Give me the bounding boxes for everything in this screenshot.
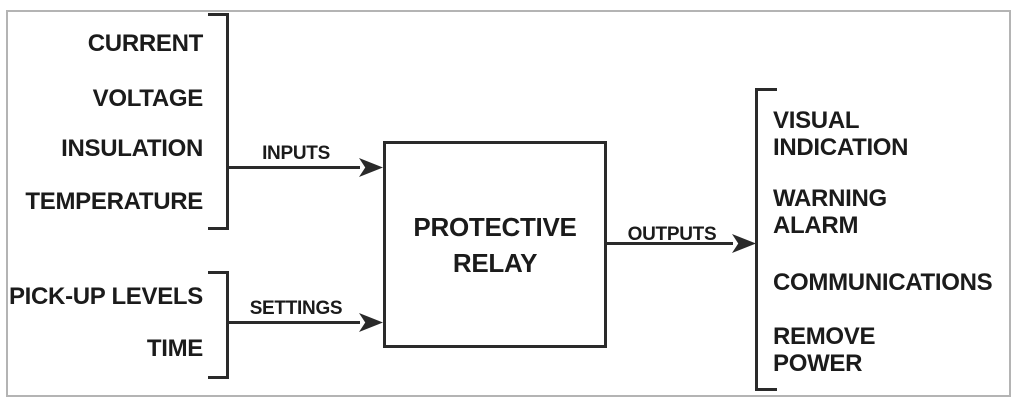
output-item-warning-alarm: WARNING ALARM [773,185,887,239]
protective-relay-label: PROTECTIVE RELAY [413,211,577,278]
input-item-insulation: INSULATION [61,135,203,162]
diagram-frame [6,10,1011,397]
output-item-visual-indication: VISUAL INDICATION [773,107,909,161]
protective-relay-box: PROTECTIVE RELAY [383,141,607,348]
outputs-bracket [755,88,777,391]
input-item-voltage: VOLTAGE [92,85,204,112]
inputs-arrow-line [228,166,360,169]
outputs-arrow-label: OUTPUTS [627,224,717,245]
input-item-temperature: TEMPERATURE [25,188,203,215]
setting-item-time: TIME [146,335,203,362]
settings-arrow-line [228,321,360,324]
output-item-remove-power: REMOVE POWER [773,323,876,377]
output-item-communications: COMMUNICATIONS [773,269,993,296]
inputs-arrow-label: INPUTS [262,143,330,164]
setting-item-pickup-levels: PICK-UP LEVELS [8,283,203,310]
settings-bracket [208,271,229,379]
inputs-bracket [208,13,229,230]
settings-arrow-label: SETTINGS [249,298,343,319]
input-item-current: CURRENT [87,30,204,57]
outputs-arrow-line [607,242,733,245]
